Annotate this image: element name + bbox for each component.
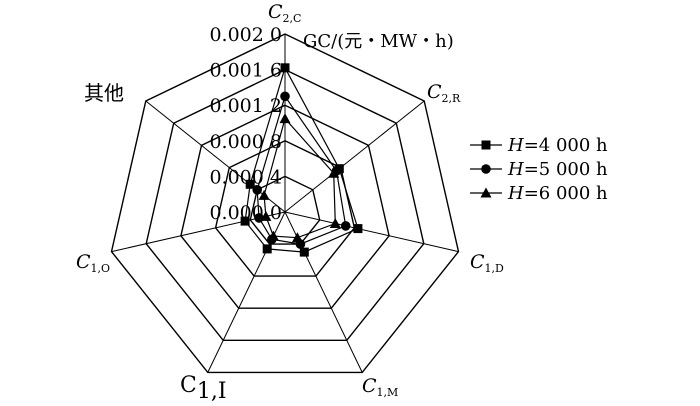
data-point-circle [252,185,262,195]
data-point-square [280,63,290,73]
data-point-square [353,224,363,234]
data-series [240,63,363,257]
category-label: C1,O [76,251,110,275]
category-label: C1,I [180,373,227,404]
axis-title: GC/(元・MW・h) [303,31,454,52]
tick-label: 0.000 8 [209,131,282,153]
category-label: C2,R [427,81,461,105]
data-point-circle [481,164,491,174]
legend-item: H=4 000 h [470,135,608,156]
tick-label: 0.002 0 [209,24,282,46]
category-label: 其他 [84,81,124,105]
radar-spoke [284,100,425,213]
category-label: C2,C [268,1,301,25]
tick-label: 0.001 6 [209,60,282,82]
tick-labels: 0.000 0 0.000 4 0.000 8 0.001 2 0.001 6 0.002… [209,24,282,224]
radar-axes [111,34,459,373]
category-label: C1,D [470,251,504,275]
data-point-square [245,179,255,189]
radar-spoke [284,211,459,253]
legend-label: H=5 000 h [507,159,608,180]
grid-ring [110,33,460,374]
radar-grid [110,33,460,374]
legend-label: H=6 000 h [507,183,608,204]
data-point-triangle [480,187,492,198]
tick-label: 0.000 4 [209,166,282,188]
series-line [244,66,359,253]
tick-label: 0.000 0 [209,202,282,224]
grid-ring [249,175,321,245]
series-triangle [258,113,341,243]
data-point-circle [340,221,351,231]
data-point-square [262,244,272,254]
data-point-square [240,216,250,226]
legend-item: H=6 000 h [470,183,608,204]
data-point-square [299,247,309,257]
grid-ring [145,68,425,341]
tick-label: 0.001 2 [209,95,282,117]
data-point-triangle [329,218,341,228]
data-point-triangle [328,167,340,178]
data-point-triangle [279,113,291,124]
data-point-triangle [267,230,279,241]
data-point-triangle [260,210,272,221]
data-point-triangle [291,232,303,243]
legend-item: H=5 000 h [470,159,608,180]
grid-ring [180,104,390,309]
grid-ring [214,140,356,277]
data-point-circle [280,91,290,102]
radar-spoke [145,100,286,213]
data-point-triangle [258,189,270,200]
data-point-square [481,140,491,150]
category-label: C1,M [362,375,398,399]
category-labels: C2,C C2,R C1,D C1,M C1,I C1,O 其他 [76,1,504,404]
legend-label: H=4 000 h [507,135,608,156]
legend: H=4 000 h H=5 000 h H=6 000 h [470,135,608,204]
